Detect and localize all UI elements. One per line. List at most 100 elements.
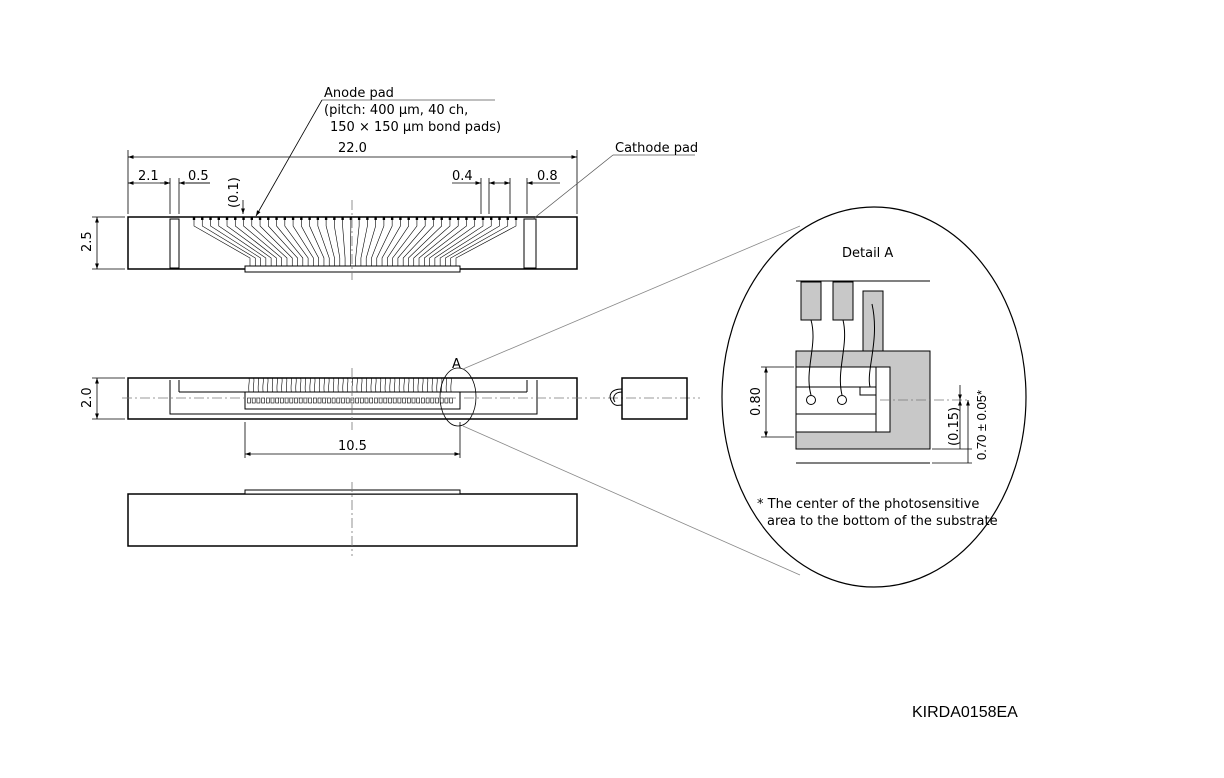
wire-trace [218,218,267,266]
pixel-element [383,397,388,404]
anode-bond-pad [407,217,410,220]
end-view-bond-wire [609,388,623,406]
bond-wire [323,377,325,393]
pixel-element [374,397,378,404]
anode-bond-pad [316,217,320,220]
pixel-element [411,397,416,404]
pixel-element [402,397,406,404]
dim-left-margin: 2.1 [138,169,159,184]
bond-wire [309,377,311,393]
anode-bond-pad [192,217,196,220]
dim-top-height: 2.5 [80,231,95,252]
bond-wire [450,377,452,393]
anode-wire-traces [192,217,518,266]
pixel-element [359,397,364,404]
wire-trace [309,218,325,266]
wire-trace [243,218,282,266]
front-view-chip [244,391,461,410]
bond-wire [403,377,405,393]
wire-trace [381,218,401,266]
detail-wire-3 [868,303,875,388]
bond-wire [271,377,274,393]
bond-wire [286,377,288,393]
wire-trace [402,218,434,266]
detail-a: Detail A 0.80 (0.15) 0.70 ± 0.05* * The … [462,206,1027,588]
bond-wire [267,377,269,393]
bond-wire [262,377,264,393]
bond-wire [361,377,363,393]
bond-wire [333,377,335,393]
pixel-element [421,397,425,404]
pixel-element [298,397,303,404]
wire-trace [355,218,360,266]
detail-note-line-2: area to the bottom of the substrate [767,514,998,529]
detail-wire-2 [839,319,846,396]
dim-pad-clearance: (0.1) [227,177,242,208]
wire-trace [371,218,385,266]
anode-bond-pad [349,217,353,220]
bond-wire [436,377,438,393]
bond-wire [445,377,447,393]
bond-wire [276,377,278,393]
pixel-element [284,397,289,404]
wire-trace [434,218,484,266]
anode-bond-pad [399,217,402,220]
drawing-code: KIRDA0158EA [912,704,1018,721]
front-view-labels: 2.0 10.5 A [80,357,461,454]
anode-bond-pad [300,217,303,220]
bond-wire [398,377,400,393]
wire-trace [445,218,500,266]
dim-left-pad: 0.5 [188,169,209,184]
wire-trace [418,218,459,266]
pixel-element [322,397,327,404]
pixel-element [397,397,402,404]
bond-wire [281,377,283,393]
pixel-element [261,397,265,404]
anode-bond-pad [258,217,262,220]
anode-bond-pad [415,217,419,220]
detail-leader-lower [462,425,801,576]
bond-wire [253,377,255,393]
bond-wire [408,377,410,393]
anode-bond-pad [333,217,336,220]
bond-wire [337,377,339,393]
anode-bond-pad [506,217,509,220]
dim-right-pad: 0.8 [537,169,558,184]
end-view [609,377,688,420]
anode-pad-label: Anode pad [324,86,394,101]
detail-bond-pad-1 [806,395,816,405]
pixel-element [289,397,294,404]
pixel-element [341,397,345,404]
wire-trace [292,218,314,266]
anode-bond-pad [390,217,394,220]
pixel-element [308,397,312,404]
wire-trace [450,218,509,266]
detail-wire-1 [808,319,814,396]
pixel-element [294,397,298,404]
bond-wire [375,377,377,393]
pixel-element [416,397,421,404]
end-view-substrate [621,377,688,420]
dim-array-width: 10.5 [338,439,367,454]
bond-wire [342,377,344,393]
anode-bond-pad [440,217,443,220]
wire-trace [210,218,261,266]
wire-trace [226,218,272,266]
pixel-element [280,397,284,404]
top-view-chip-edge [244,265,461,273]
anode-bond-pad [432,217,435,220]
pixel-element [312,397,317,404]
detail-pad-3 [862,290,884,352]
pixel-element [369,397,374,404]
detail-pad-1 [800,281,822,321]
wire-trace [397,218,426,266]
anode-bond-pad [357,217,361,220]
bond-wire [328,377,330,393]
pixel-element [256,397,261,404]
wire-trace [268,218,298,266]
wire-trace [365,218,376,266]
bond-wire [314,377,316,393]
anode-bond-pad [291,217,295,220]
bond-wire [380,377,382,393]
